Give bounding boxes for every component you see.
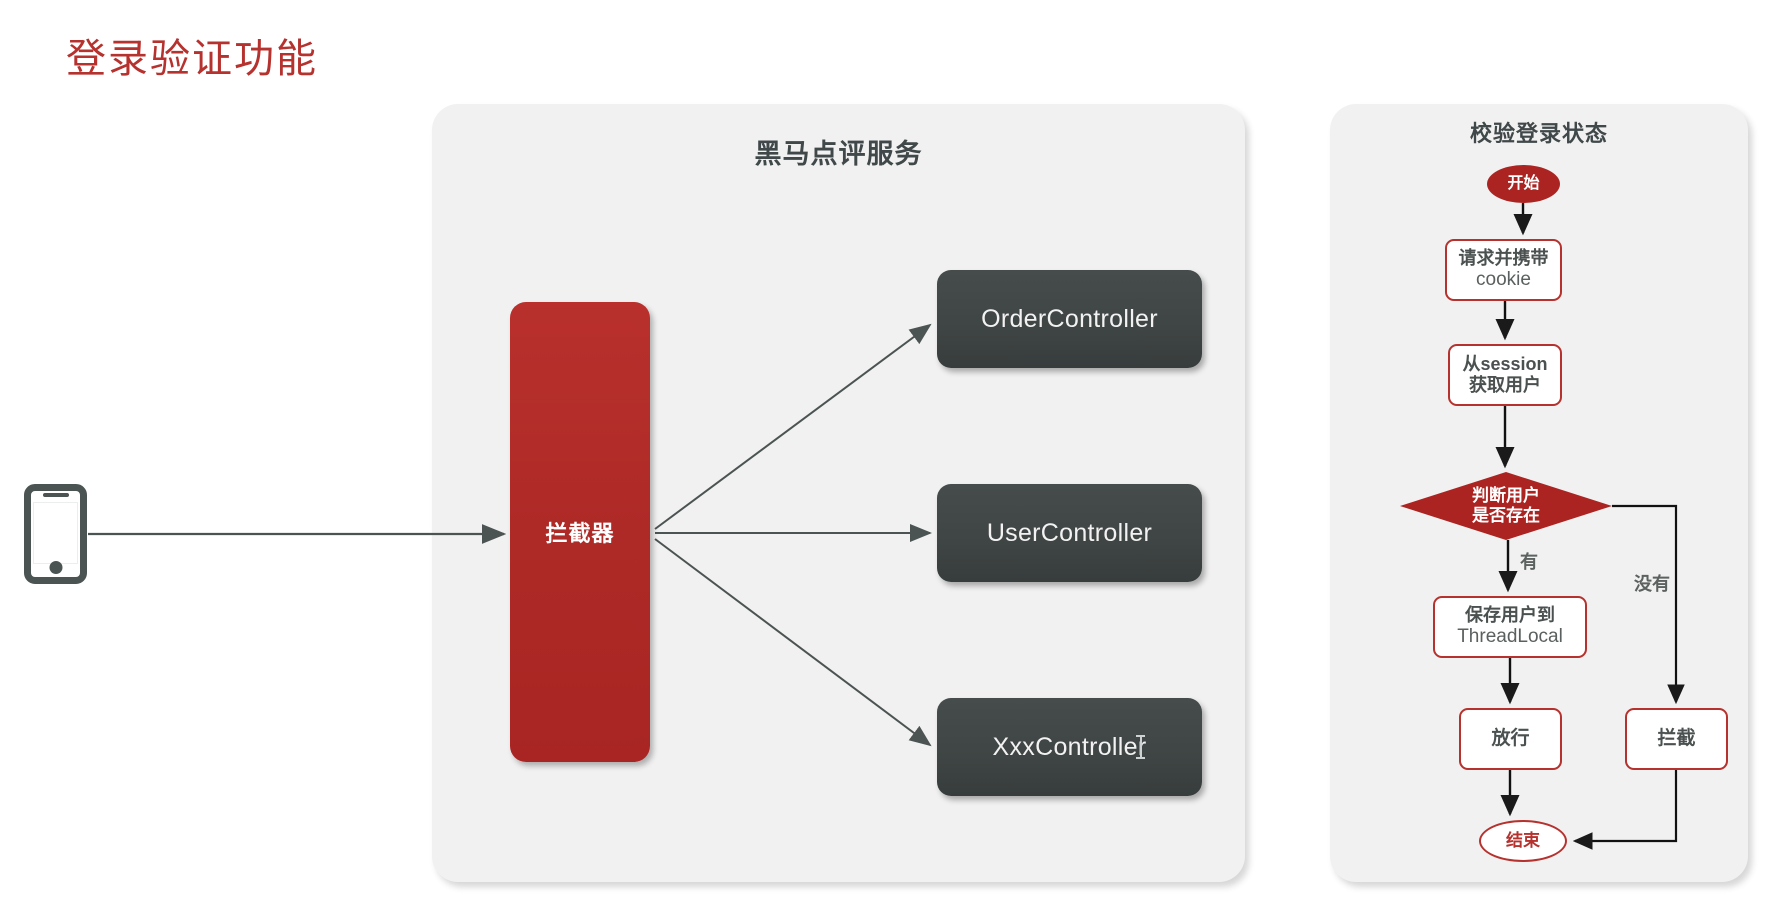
interceptor-label: 拦截器 (545, 521, 615, 546)
edge-label-no: 没有 (1634, 574, 1670, 594)
user-controller-box[interactable]: UserController (937, 484, 1202, 582)
flow-node-start-label: 开始 (1507, 174, 1540, 192)
edge-label-yes: 有 (1520, 552, 1538, 572)
flow-node-block[interactable]: 拦截 (1625, 708, 1728, 770)
flow-node-end-label: 结束 (1506, 830, 1540, 850)
smartphone-icon (24, 484, 87, 584)
flow-node-session-line2: 获取用户 (1469, 375, 1541, 395)
flow-node-threadlocal[interactable]: 保存用户到 ThreadLocal (1433, 596, 1587, 658)
xxx-controller-label: XxxController (992, 732, 1147, 761)
flow-node-decision-line1: 判断用户 (1472, 485, 1540, 505)
flow-node-request-line2: cookie (1476, 269, 1531, 291)
order-controller-label: OrderController (981, 304, 1158, 333)
flow-node-pass[interactable]: 放行 (1459, 708, 1562, 770)
phone-speaker (42, 493, 69, 497)
flow-node-request[interactable]: 请求并携带 cookie (1445, 239, 1562, 301)
flow-node-session-line1: 从session (1462, 353, 1548, 374)
flow-node-start[interactable]: 开始 (1487, 165, 1560, 203)
flow-node-session[interactable]: 从session 获取用户 (1448, 344, 1562, 406)
phone-screen (33, 502, 78, 564)
xxx-controller-box[interactable]: XxxController (937, 698, 1202, 796)
service-panel-title: 黑马点评服务 (754, 139, 923, 169)
flow-panel-title: 校验登录状态 (1469, 121, 1608, 146)
interceptor-box[interactable]: 拦截器 (510, 302, 650, 762)
phone-home-button (49, 561, 62, 574)
flow-node-block-label: 拦截 (1657, 727, 1696, 749)
user-controller-label: UserController (986, 518, 1153, 547)
page-title: 登录验证功能 (66, 36, 318, 81)
order-controller-box[interactable]: OrderController (937, 270, 1202, 368)
flow-node-threadlocal-line2: ThreadLocal (1457, 626, 1563, 648)
flow-node-decision-line2: 是否存在 (1472, 506, 1540, 525)
flow-node-pass-label: 放行 (1491, 727, 1530, 749)
flow-node-request-line1: 请求并携带 (1458, 248, 1549, 269)
flow-node-threadlocal-line1: 保存用户到 (1465, 605, 1555, 626)
flow-node-end[interactable]: 结束 (1479, 820, 1567, 862)
